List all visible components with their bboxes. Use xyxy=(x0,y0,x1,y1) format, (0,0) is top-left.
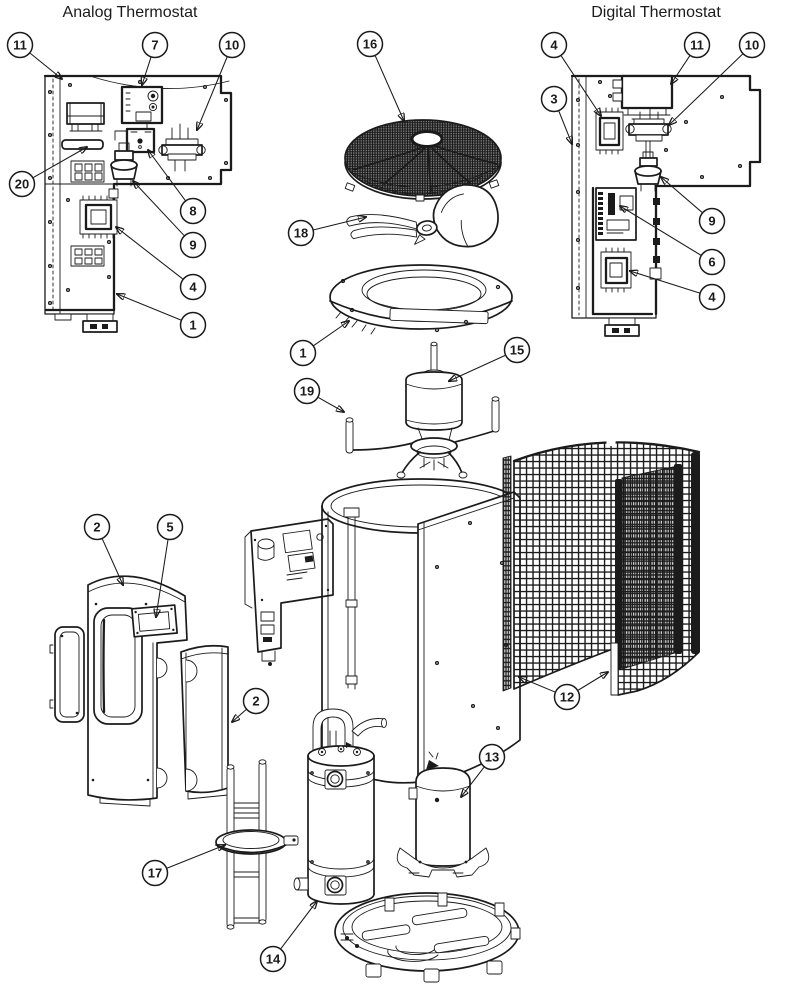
svg-text:4: 4 xyxy=(708,290,716,305)
callout-16: 16 xyxy=(356,30,405,122)
svg-text:1: 1 xyxy=(299,346,306,361)
svg-text:9: 9 xyxy=(189,238,196,253)
callout-2: 2 xyxy=(83,513,124,586)
callouts-layer: 11 7 10 20 8 9 4 1 16 18 1 15 19 4 11 10 3 9 6 4 2 5 2 12 17 14 13 xyxy=(6,30,766,973)
corner-panel xyxy=(180,644,229,800)
svg-text:11: 11 xyxy=(690,38,704,53)
display-bezel xyxy=(131,604,178,638)
svg-text:12: 12 xyxy=(560,690,574,705)
svg-text:7: 7 xyxy=(151,38,158,53)
svg-text:20: 20 xyxy=(15,177,29,192)
control-panel-assembly xyxy=(244,518,334,666)
svg-text:9: 9 xyxy=(708,214,715,229)
svg-text:1: 1 xyxy=(189,318,196,333)
svg-text:4: 4 xyxy=(189,280,197,295)
analog-sensor-well xyxy=(110,142,138,187)
callout-11: 11 xyxy=(671,31,711,85)
svg-text:2: 2 xyxy=(93,520,100,535)
svg-text:15: 15 xyxy=(510,343,524,358)
svg-text:10: 10 xyxy=(225,38,239,53)
svg-text:19: 19 xyxy=(300,384,314,399)
callout-1: 1 xyxy=(289,321,350,367)
svg-text:3: 3 xyxy=(550,92,557,107)
heat-exchanger-tank xyxy=(293,708,387,905)
callout-18: 18 xyxy=(287,217,367,247)
motor-mount-bracket xyxy=(345,396,500,479)
svg-text:16: 16 xyxy=(363,37,377,52)
compressor xyxy=(396,751,490,878)
svg-text:8: 8 xyxy=(189,204,196,219)
digital-sensor-well xyxy=(634,151,662,192)
support-bracket xyxy=(215,759,299,930)
svg-text:14: 14 xyxy=(266,952,281,967)
callout-4: 4 xyxy=(116,227,207,301)
callout-10: 10 xyxy=(197,31,246,131)
digital-contactor-bottom xyxy=(600,247,632,293)
analog-fuse-bar xyxy=(61,139,104,150)
svg-text:5: 5 xyxy=(166,520,173,535)
front-access-panel xyxy=(87,575,188,807)
panel-window xyxy=(93,607,143,725)
analog-pressure-switch xyxy=(158,123,206,172)
digital-thermostat-assembly xyxy=(570,74,762,337)
callout-13: 13 xyxy=(461,743,506,798)
fan-guard xyxy=(344,119,502,202)
callout-15: 15 xyxy=(449,336,531,382)
callout-20: 20 xyxy=(8,147,88,198)
svg-text:6: 6 xyxy=(708,255,715,270)
inner-barrel xyxy=(321,478,521,785)
digital-pressure-switch xyxy=(625,108,672,159)
svg-text:18: 18 xyxy=(294,226,308,241)
analog-contactor xyxy=(79,195,118,239)
digital-control-board xyxy=(595,187,637,241)
digital-transformer xyxy=(612,74,674,120)
callout-14: 14 xyxy=(259,901,318,973)
base-pan xyxy=(334,892,521,983)
analog-thermostat-assembly xyxy=(43,74,233,333)
callout-6: 6 xyxy=(620,206,726,276)
callout-8: 8 xyxy=(148,150,207,225)
svg-text:13: 13 xyxy=(485,750,499,765)
analog-thermostat-title: Analog Thermostat xyxy=(63,4,198,21)
svg-text:17: 17 xyxy=(148,866,162,881)
callout-19: 19 xyxy=(293,377,345,413)
callout-1: 1 xyxy=(117,294,207,339)
digital-contactor-top xyxy=(595,107,624,155)
fan-venturi-ring xyxy=(329,264,513,335)
svg-text:10: 10 xyxy=(745,38,759,53)
svg-text:11: 11 xyxy=(13,38,27,53)
callout-2: 2 xyxy=(232,687,270,723)
evaporator-coil xyxy=(502,430,701,696)
callout-10: 10 xyxy=(669,31,766,126)
callout-4: 4 xyxy=(630,271,726,311)
svg-text:4: 4 xyxy=(550,38,558,53)
callout-5: 5 xyxy=(156,513,184,618)
callout-11: 11 xyxy=(6,31,63,80)
callout-17: 17 xyxy=(141,845,226,887)
digital-thermostat-title: Digital Thermostat xyxy=(591,4,721,21)
svg-text:2: 2 xyxy=(252,694,259,709)
callout-4: 4 xyxy=(540,31,602,117)
callout-3: 3 xyxy=(540,85,573,145)
callout-9: 9 xyxy=(133,181,207,259)
fan-motor xyxy=(405,341,463,445)
access-door-panel xyxy=(49,626,85,723)
callout-12: 12 xyxy=(519,672,608,711)
callout-7: 7 xyxy=(142,31,169,86)
callout-9: 9 xyxy=(661,177,726,235)
analog-transformer xyxy=(66,102,105,125)
